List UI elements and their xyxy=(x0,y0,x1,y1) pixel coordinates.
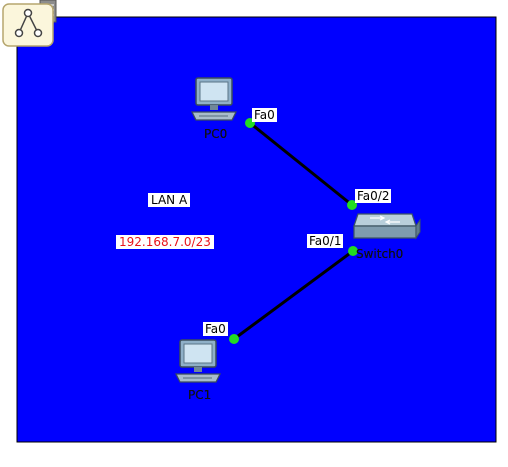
logical-topology-icon xyxy=(14,8,43,38)
network-address-label[interactable]: 192.168.7.0/23 xyxy=(116,235,214,249)
pc0-name: PC0 xyxy=(204,127,228,141)
workspace-canvas[interactable] xyxy=(16,16,497,443)
pc1-port-label: Fa0 xyxy=(203,322,228,336)
port-dot-pc1-fa0 xyxy=(229,334,239,344)
pc1-name: PC1 xyxy=(188,388,212,402)
lan-label[interactable]: LAN A xyxy=(148,193,191,207)
port-dot-switch0-fa0-2 xyxy=(347,200,357,210)
logical-topology-tab[interactable] xyxy=(2,0,58,48)
pc1-icon[interactable] xyxy=(175,339,221,383)
link-pc0-switch0[interactable] xyxy=(249,121,353,207)
switch0-port-fa0-1-label: Fa0/1 xyxy=(307,234,344,248)
switch0-name: Switch0 xyxy=(356,247,404,261)
pc0-port-label: Fa0 xyxy=(252,108,277,122)
link-pc1-switch0[interactable] xyxy=(233,249,354,341)
pc0-icon[interactable] xyxy=(191,77,237,121)
switch0-icon[interactable] xyxy=(353,213,421,240)
port-dot-switch0-fa0-1 xyxy=(348,246,358,256)
switch0-port-fa0-2-label: Fa0/2 xyxy=(355,189,392,203)
